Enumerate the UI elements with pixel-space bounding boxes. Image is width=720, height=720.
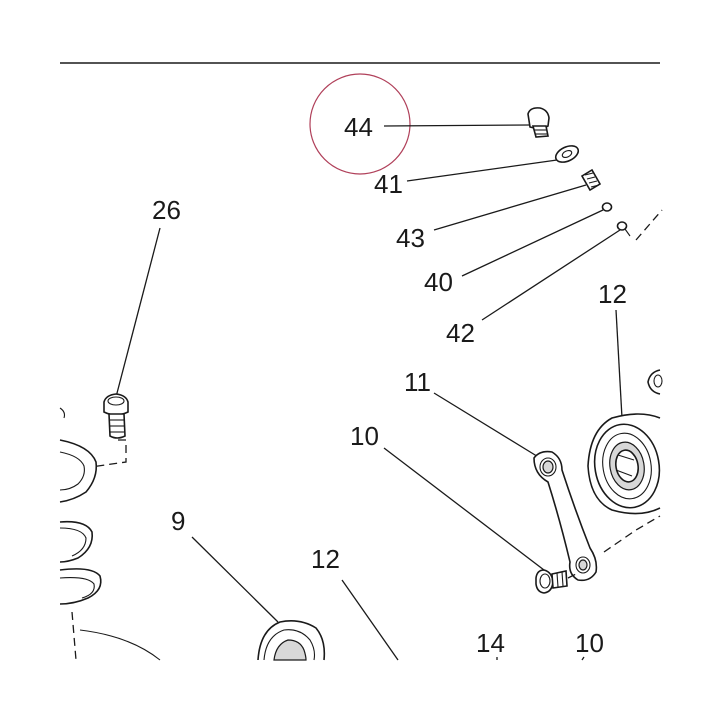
callout-26[interactable]: 26 bbox=[152, 195, 181, 225]
highlight-ring-44 bbox=[309, 73, 411, 175]
part-fragment-right-edge bbox=[647, 369, 663, 395]
leader-12-top bbox=[615, 309, 623, 419]
part-42-pin[interactable] bbox=[616, 221, 631, 237]
alignment-line-26 bbox=[69, 439, 127, 471]
callout-40[interactable]: 40 bbox=[424, 267, 453, 297]
leader-43 bbox=[433, 184, 587, 231]
callout-12-bottom[interactable]: 12 bbox=[311, 544, 340, 574]
leader-12-bottom bbox=[341, 579, 399, 661]
callout-11[interactable]: 11 bbox=[404, 367, 431, 397]
leader-44 bbox=[383, 124, 531, 127]
part-10-flat-head-screw[interactable] bbox=[535, 569, 568, 594]
part-40-ball[interactable] bbox=[601, 202, 613, 212]
part-41-washer[interactable] bbox=[553, 143, 581, 166]
alignment-line-upper bbox=[635, 209, 663, 241]
part-43-spring[interactable] bbox=[580, 168, 602, 192]
part-26-cap-screw[interactable] bbox=[103, 393, 129, 439]
leader-42 bbox=[481, 229, 621, 321]
part-12-bearing-right[interactable] bbox=[587, 413, 666, 515]
leader-9 bbox=[191, 536, 279, 623]
callout-43[interactable]: 43 bbox=[396, 223, 425, 253]
leader-10-left bbox=[383, 447, 545, 571]
part-9-bearing[interactable] bbox=[257, 620, 326, 661]
alignment-line-11 bbox=[603, 515, 661, 553]
alignment-line-10 bbox=[567, 571, 581, 579]
callout-42[interactable]: 42 bbox=[446, 318, 475, 348]
callout-41[interactable]: 41 bbox=[374, 169, 403, 199]
housing-fragment-left bbox=[59, 407, 161, 661]
leader-41 bbox=[406, 159, 558, 182]
callout-10-left[interactable]: 10 bbox=[350, 421, 379, 451]
callout-14[interactable]: 14 bbox=[476, 628, 505, 658]
callout-10-bottom[interactable]: 10 bbox=[575, 628, 604, 658]
leader-10-bottom bbox=[581, 656, 585, 661]
callout-12-top[interactable]: 12 bbox=[598, 279, 627, 309]
callout-44[interactable]: 44 bbox=[344, 112, 373, 142]
leader-40 bbox=[461, 209, 604, 277]
part-11-retaining-plate[interactable] bbox=[533, 450, 598, 582]
leader-11 bbox=[433, 392, 541, 459]
leader-26 bbox=[115, 227, 161, 398]
part-44-screw[interactable] bbox=[527, 107, 550, 138]
callout-9[interactable]: 9 bbox=[171, 506, 185, 536]
